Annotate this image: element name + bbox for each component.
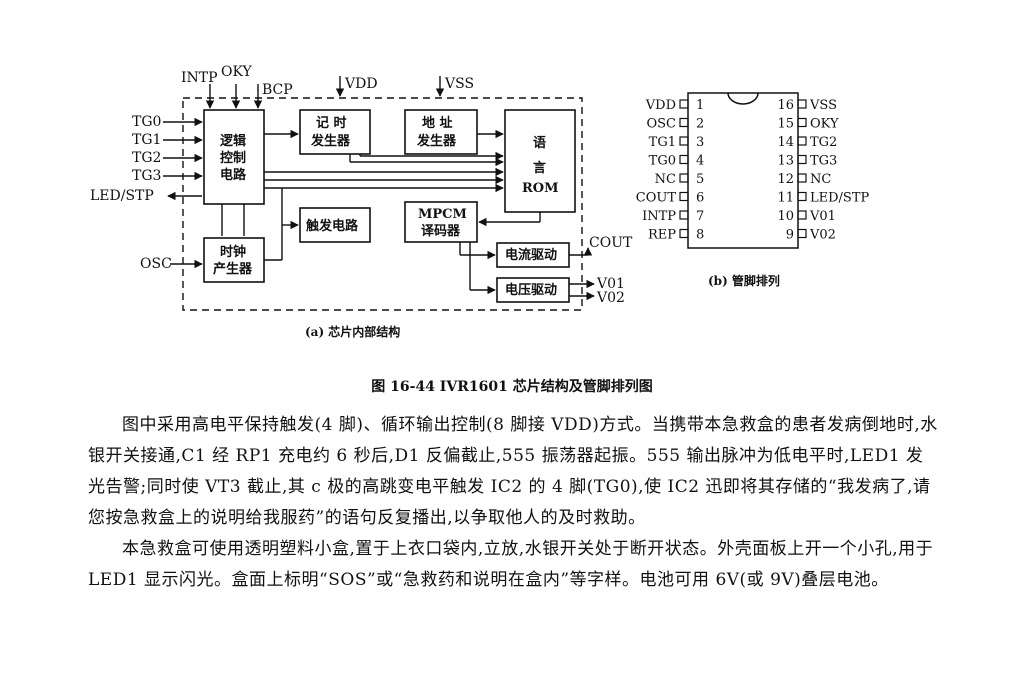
paragraph-1: 图中采用高电平保持触发(4 脚)、循环输出控制(8 脚接 VDD)方式。当携带本… [88,415,938,528]
timer-label-2: 发生器 [310,133,351,149]
label-vss-top: VSS [444,76,474,92]
pin-name-right: TG3 [810,154,837,169]
ic-body [687,92,799,249]
pin-stub-left [679,228,689,239]
paragraph-2: 本急救盒可使用透明塑料小盒,置于上衣口袋内,立放,水银开关处于断开状态。外壳面板… [88,539,934,590]
pin-name-right: V02 [809,228,836,243]
pin-number-right: 13 [777,154,794,169]
pin-name-right: NC [810,172,831,187]
label-tg0: TG0 [132,114,161,130]
figure-title: 图 16-44 IVR1601 芯片结构及管脚排列图 [371,379,653,395]
logic-label-1: 逻辑 [220,133,246,149]
pin-name-left: TG0 [649,154,676,169]
label-osc-left: OSC [140,256,172,272]
pin-name-left: NC [655,172,676,187]
pin-number-right: 12 [777,172,794,187]
pin-number-left: 1 [696,98,704,113]
label-tg1: TG1 [132,132,161,148]
ic-notch [727,92,759,105]
pin-number-left: 5 [696,172,704,187]
pin-name-left: REP [648,228,676,243]
address-generator-block [404,109,478,155]
rom-label-2: 言 [533,160,546,176]
label-v01: V01 [596,276,625,292]
pin-stub-right [797,210,807,220]
pin-name-right: V01 [809,209,836,224]
clock-label-2: 产生器 [213,261,253,277]
label-bcp: BCP [262,82,293,98]
pin-stub-left [679,210,689,220]
logic-label-2: 控制 [220,150,246,166]
label-tg2: TG2 [132,150,161,166]
current-drive-label: 电流驱动 [505,247,557,263]
label-intp: INTP [181,70,218,86]
logic-control-block [203,109,265,205]
pin-name-left: TG1 [649,135,676,150]
pin-stub-left [679,117,689,128]
pin-number-left: 4 [696,154,704,169]
pin-number-left: 7 [696,209,704,224]
voltage-drive-block [496,277,570,303]
mpcm-decoder-block [404,201,478,243]
rom-label-1: 语 [533,136,546,151]
pin-stub-left [679,154,689,165]
caption-a: (a) 芯片内部结构 [305,324,400,339]
timer-label-1: 记 时 [316,115,347,131]
label-led-stp: LED/STP [90,188,154,204]
pin-number-right: 10 [777,209,794,224]
pin-name-right: TG2 [810,135,837,150]
pin-number-right: 16 [777,98,794,113]
label-v02: V02 [596,290,625,306]
pin-stub-right [797,191,807,202]
pin-number-right: 14 [777,135,794,150]
chip-boundary [182,97,583,311]
trigger-circuit-block [299,207,371,243]
mpcm-label-1: MPCM [418,207,467,222]
pin-name-right: OKY [810,117,839,132]
pin-number-left: 6 [696,191,704,206]
internal-structure [163,76,595,311]
pin-name-right: LED/STP [810,191,870,206]
trigger-label: 触发电路 [305,218,359,234]
pin-number-right: 9 [786,228,794,243]
mpcm-label-2: 译码器 [421,224,461,239]
pin-stub-right [797,136,807,146]
pin-stub-right [797,154,807,165]
pin-stub-right [797,117,807,128]
pin-number-left: 2 [696,117,704,132]
pin-stub-left [679,173,689,183]
pin-stub-left [679,136,689,146]
pin-stub-right [797,99,807,109]
timer-generator-block [299,109,371,155]
pin-stub-right [797,228,807,239]
pin-stubs [679,99,807,239]
logic-label-3: 电路 [220,167,247,183]
clock-label-1: 时钟 [220,244,246,260]
body-text: 图中采用高电平保持触发(4 脚)、循环输出控制(8 脚接 VDD)方式。当携带本… [88,410,938,596]
pin-number-left: 8 [696,228,704,243]
pin-package [687,92,799,249]
pin-name-left: VDD [645,98,676,113]
pin-stub-left [679,191,689,202]
label-tg3: TG3 [132,168,161,184]
pin-name-left: OSC [646,117,676,132]
pin-stub-left [679,99,689,109]
rom-label-3: ROM [522,181,559,196]
pin-name-right: VSS [809,98,837,113]
label-cout: COUT [589,235,633,251]
pin-name-left: COUT [636,191,677,206]
pin-number-right: 11 [777,191,794,206]
voltage-drive-label: 电压驱动 [505,282,557,298]
pin-number-right: 15 [777,117,794,132]
pin-stub-right [797,173,807,183]
caption-b: (b) 管脚排列 [708,273,780,288]
label-oky: OKY [221,64,253,80]
label-vdd-top: VDD [344,76,378,92]
pin-name-left: INTP [642,209,676,224]
pin-number-left: 3 [696,135,704,150]
address-label-2: 发生器 [416,133,457,149]
address-label-1: 地 址 [422,115,453,131]
